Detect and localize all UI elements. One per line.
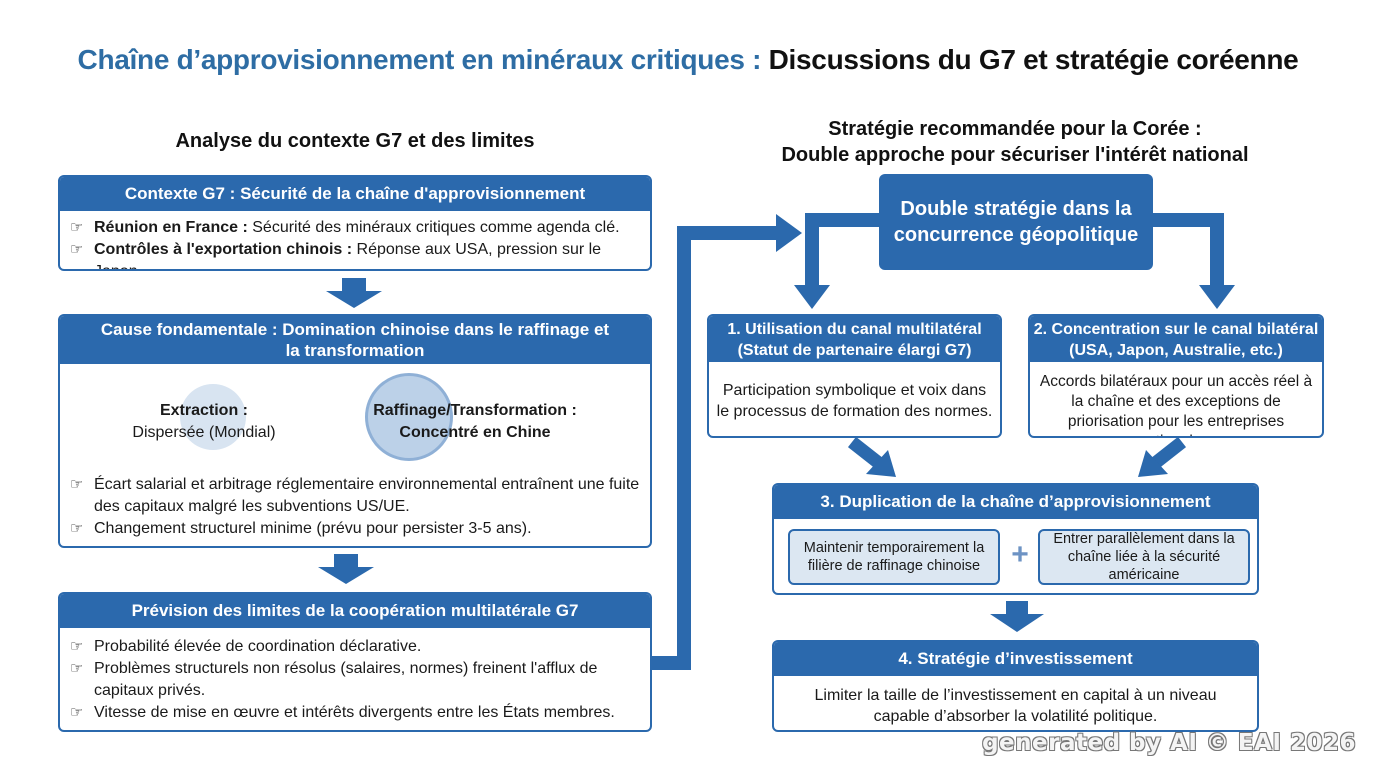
right-heading-line-2: Double approche pour sécuriser l'intérêt…	[781, 144, 1249, 166]
diag-arrow-left	[847, 436, 885, 470]
pointing-hand-icon: ☞	[70, 704, 84, 721]
diag-arrowhead-left	[866, 450, 896, 477]
branch-right-arrowhead	[1199, 285, 1235, 309]
branch-left-arrowhead	[794, 285, 830, 309]
extraction-label: Extraction :	[159, 402, 248, 419]
bullet-text: Changement structurel minime (prévu pour…	[94, 520, 532, 537]
context-box: Contexte G7 : Sécurité de la chaîne d'ap…	[58, 175, 652, 271]
dual-strategy-box: Double stratégie dans la concurrence géo…	[879, 174, 1153, 270]
root-cause-box: Cause fondamentale : Domination chinoise…	[58, 314, 652, 548]
pointing-hand-icon: ☞	[70, 660, 84, 677]
bilateral-channel-box: 2. Concentration sur le canal bilatéral …	[1028, 314, 1324, 438]
bullet-bold: Contrôles à l'exportation chinois :	[94, 241, 353, 258]
refining-label-group: Raffinage/Transformation : Concentré en …	[350, 400, 600, 444]
connector-left-to-right	[652, 226, 780, 670]
page-title: Chaîne d’approvisionnement en minéraux c…	[0, 44, 1376, 76]
bullet-item: ☞ Réunion en France : Sécurité des minér…	[70, 217, 640, 239]
bullet-text: Réponse aux USA, pression sur le Japon.	[94, 241, 602, 269]
right-section-heading: Stratégie recommandée pour la Corée : Do…	[700, 116, 1330, 168]
supply-chain-duplication-box: 3. Duplication de la chaîne d’approvisio…	[772, 483, 1259, 595]
bullet-item: ☞ Changement structurel minime (prévu po…	[70, 518, 644, 540]
pointing-hand-icon: ☞	[70, 241, 84, 258]
bilateral-channel-header: 2. Concentration sur le canal bilatéral …	[1030, 316, 1322, 362]
connector-arrowhead	[776, 214, 802, 252]
investment-strategy-box: 4. Stratégie d’investissement Limiter la…	[772, 640, 1259, 732]
investment-strategy-body: Limiter la taille de l’investissement en…	[814, 687, 1217, 725]
bullet-item: ☞ Vitesse de mise en œuvre et intérêts d…	[70, 702, 640, 724]
bullet-text: Problèmes structurels non résolus (salai…	[94, 660, 598, 699]
enter-us-chain-box: Entrer parallèlement dans la chaîne liée…	[1038, 529, 1250, 585]
title-part-2: Discussions du G7 et stratégie coréenne	[768, 44, 1299, 75]
root-cause-box-header: Cause fondamentale : Domination chinoise…	[60, 316, 650, 364]
bullet-bold: Réunion en France :	[94, 219, 248, 236]
pointing-hand-icon: ☞	[70, 638, 84, 655]
down-arrow-3	[990, 601, 1044, 632]
pointing-hand-icon: ☞	[70, 476, 84, 493]
pointing-hand-icon: ☞	[70, 219, 84, 236]
multilateral-channel-box: 1. Utilisation du canal multilatéral (St…	[707, 314, 1002, 438]
limits-forecast-box: Prévision des limites de la coopération …	[58, 592, 652, 732]
plus-icon: +	[1011, 538, 1029, 571]
investment-strategy-header: 4. Stratégie d’investissement	[774, 642, 1257, 676]
down-arrow-1	[326, 278, 382, 308]
context-box-header: Contexte G7 : Sécurité de la chaîne d'ap…	[60, 177, 650, 211]
right-heading-line-1: Stratégie recommandée pour la Corée :	[828, 118, 1202, 140]
multilateral-channel-header: 1. Utilisation du canal multilatéral (St…	[709, 316, 1000, 362]
pointing-hand-icon: ☞	[70, 520, 84, 537]
branch-left	[805, 213, 880, 292]
left-section-heading: Analyse du contexte G7 et des limites	[175, 130, 535, 152]
bullet-text: Sécurité des minéraux critiques comme ag…	[247, 219, 620, 236]
bullet-item: ☞ Probabilité élevée de coordination déc…	[70, 636, 640, 658]
refining-value: Concentré en Chine	[399, 424, 551, 441]
supply-chain-duplication-header: 3. Duplication de la chaîne d’approvisio…	[774, 485, 1257, 519]
limits-forecast-box-header: Prévision des limites de la coopération …	[60, 594, 650, 628]
bullet-text: Vitesse de mise en œuvre et intérêts div…	[94, 704, 615, 721]
branch-right	[1152, 213, 1224, 292]
bullet-item: ☞ Contrôles à l'exportation chinois : Ré…	[70, 239, 640, 269]
extraction-value: Dispersée (Mondial)	[132, 424, 276, 441]
bullet-item: ☞ Problèmes structurels non résolus (sal…	[70, 658, 640, 702]
maintain-chinese-refining-box: Maintenir temporairement la filière de r…	[788, 529, 1000, 585]
refining-circle	[365, 373, 453, 461]
extraction-circle	[180, 384, 246, 450]
down-arrow-2	[318, 554, 374, 584]
diag-arrowhead-right	[1138, 450, 1168, 477]
refining-label: Raffinage/Transformation :	[373, 402, 577, 419]
bilateral-channel-body: Accords bilatéraux pour un accès réel à …	[1039, 373, 1313, 436]
bullet-text: Écart salarial et arbitrage réglementair…	[94, 476, 640, 515]
diag-arrow-right	[1149, 436, 1187, 470]
extraction-label-group: Extraction : Dispersée (Mondial)	[104, 400, 304, 444]
watermark: generated by AI © EAI 2026	[982, 730, 1356, 756]
title-part-1: Chaîne d’approvisionnement en minéraux c…	[77, 44, 769, 75]
bullet-text: Probabilité élevée de coordination décla…	[94, 638, 422, 655]
multilateral-channel-body: Participation symbolique et voix dans le…	[716, 382, 993, 420]
bullet-item: ☞ Écart salarial et arbitrage réglementa…	[70, 474, 644, 518]
